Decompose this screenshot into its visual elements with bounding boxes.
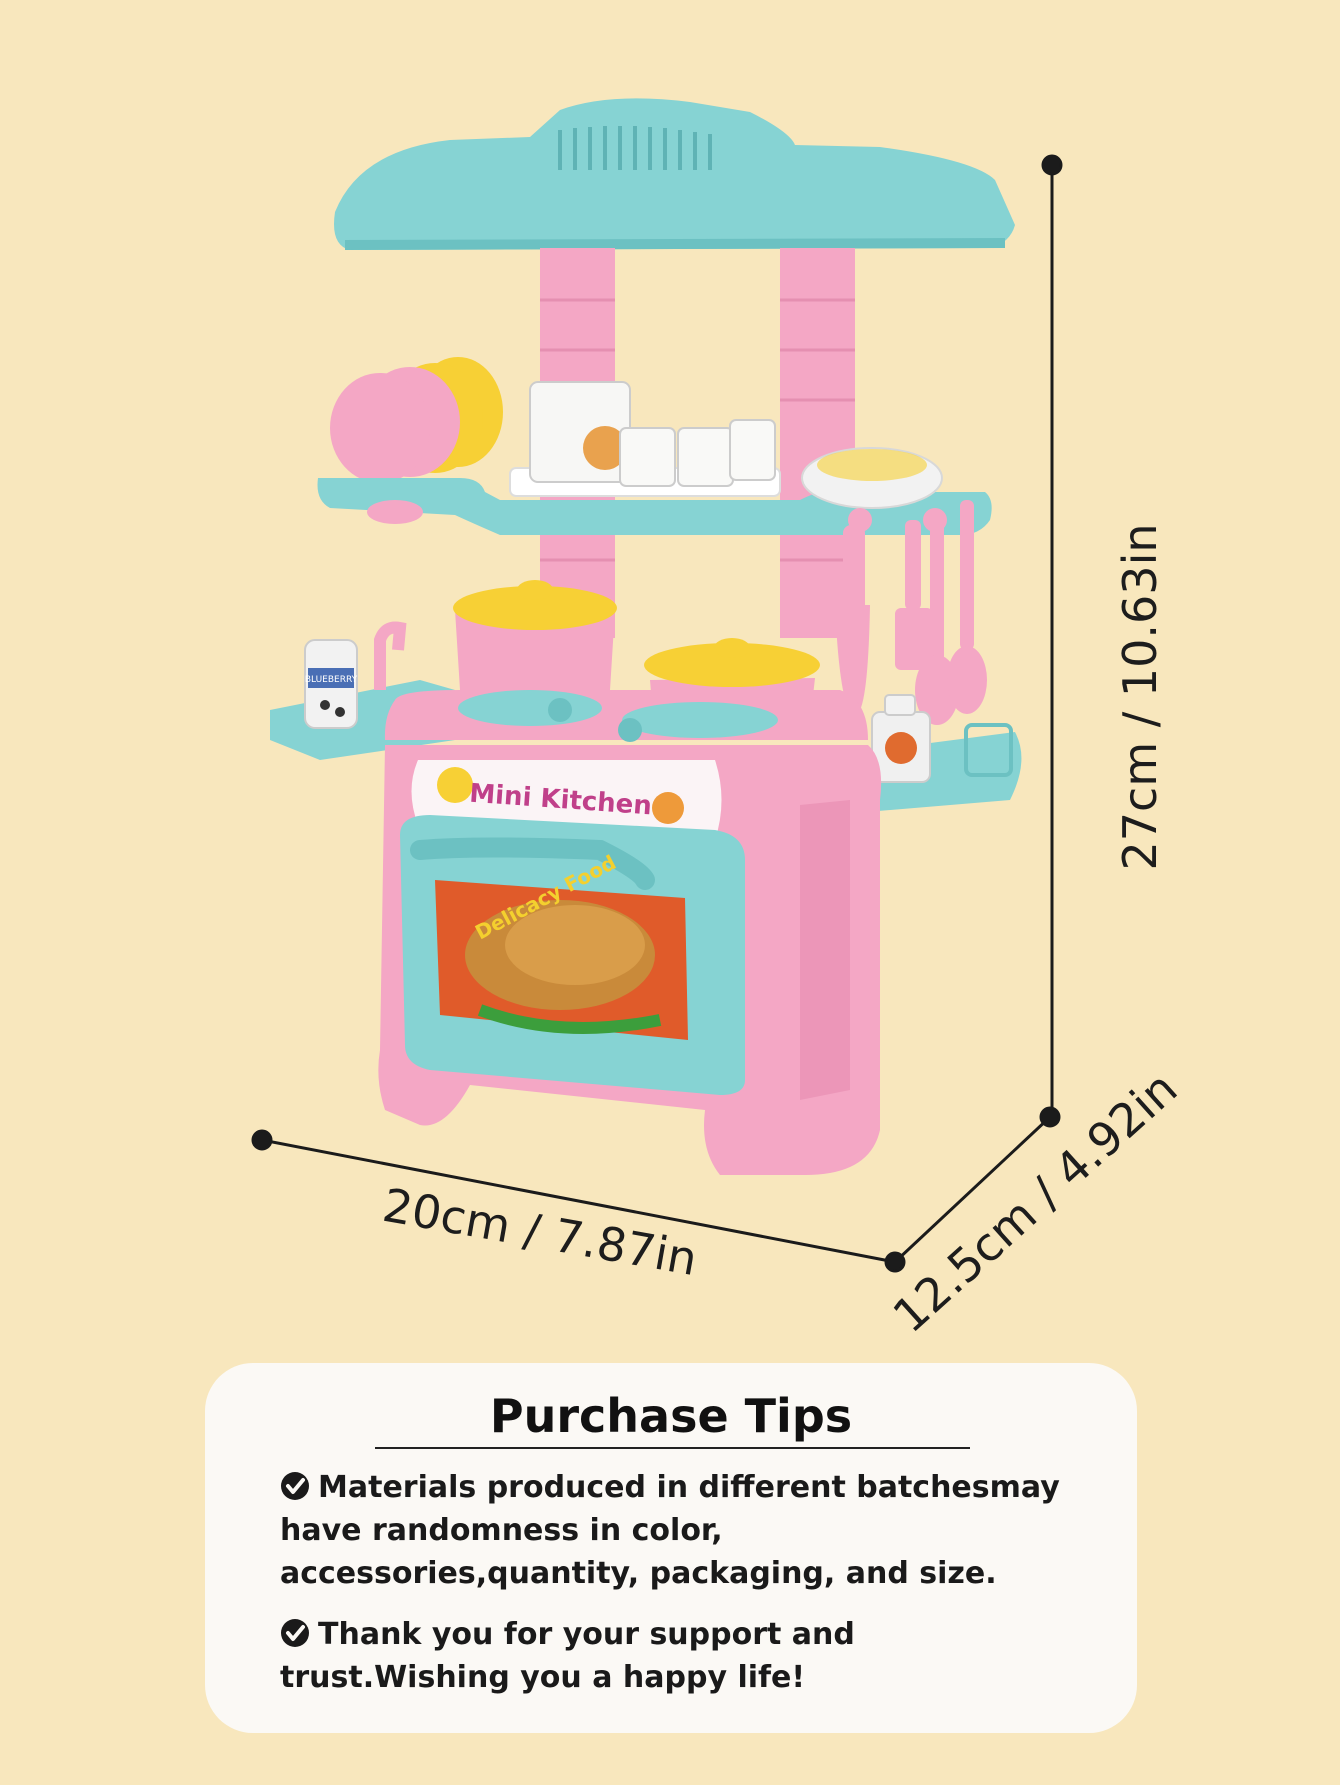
oven-door: Delicacy Food (400, 815, 745, 1095)
colander (801, 447, 943, 509)
svg-text:BLUEBERRY: BLUEBERRY (305, 675, 358, 685)
faucet (374, 621, 407, 690)
cups-and-tray (509, 381, 781, 497)
kitchen-roof (334, 98, 1015, 250)
check-circle-icon (281, 1472, 309, 1500)
purchase-tips-card: Purchase Tips Materials produced in diff… (205, 1363, 1137, 1733)
check-circle-icon (281, 1619, 309, 1647)
tip-text: Thank you for your support and trust.Wis… (280, 1617, 855, 1695)
product-image: BLUEBERRY Mini Kitchen (251, 98, 1187, 1343)
title-divider (375, 1447, 970, 1449)
sauce-bottle (871, 694, 931, 783)
tip-item: Thank you for your support and trust.Wis… (280, 1613, 1090, 1699)
purchase-tips-title: Purchase Tips (489, 1389, 853, 1443)
milk-carton: BLUEBERRY (304, 639, 358, 729)
tip-item: Materials produced in different batchesm… (280, 1466, 1090, 1595)
dimension-lines (251, 154, 1063, 1273)
plates (330, 357, 503, 483)
toy-kitchen-illustration: BLUEBERRY Mini Kitchen (251, 98, 1063, 1273)
height-dimension-label: 27cm / 10.63in (1113, 523, 1167, 871)
stove-top (384, 690, 868, 742)
hanging-utensils (835, 500, 987, 725)
tip-text: Materials produced in different batchesm… (280, 1470, 1060, 1591)
